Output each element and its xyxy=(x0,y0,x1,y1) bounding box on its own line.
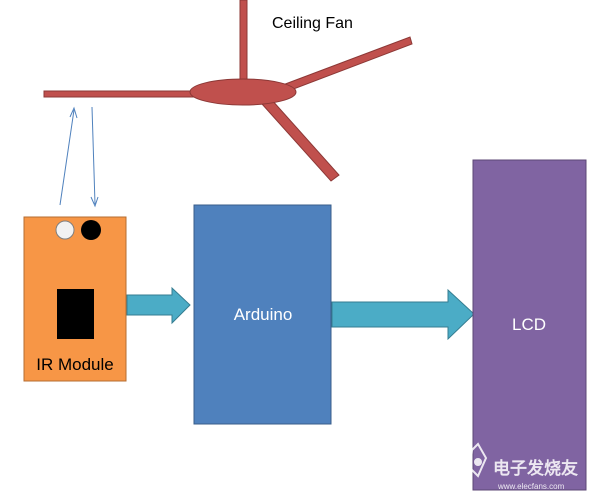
ir-module: IR Module xyxy=(23,216,127,382)
lcd-box xyxy=(472,159,587,491)
fan-blade-lower-right xyxy=(261,98,340,182)
arrow-arduino-to-lcd xyxy=(331,288,475,341)
ir-module-label: IR Module xyxy=(36,355,113,374)
fan-blade-left xyxy=(43,90,195,98)
watermark: 电子发烧友 www.elecfans.com xyxy=(468,442,578,491)
arrow-ir-to-arduino xyxy=(126,286,191,325)
fan-mount-rod xyxy=(239,0,248,87)
ceiling-fan xyxy=(43,0,413,182)
fan-label: Ceiling Fan xyxy=(272,15,353,32)
ir-signal-up-arrowhead xyxy=(69,106,78,119)
ir-signal-lines xyxy=(59,106,99,208)
ir-led-black-icon xyxy=(81,220,101,240)
lcd-label: LCD xyxy=(512,315,546,334)
arduino-label: Arduino xyxy=(234,305,293,324)
ir-signal-down-arrowhead xyxy=(90,196,99,208)
fan-blade-upper-right xyxy=(279,36,413,94)
lcd: LCD xyxy=(472,159,587,491)
ir-signal-up xyxy=(59,109,75,206)
ir-chip xyxy=(57,289,94,339)
arduino: Arduino xyxy=(193,204,332,425)
ir-signal-down xyxy=(91,106,96,205)
fan-hub xyxy=(189,78,297,106)
ir-led-white-icon xyxy=(55,220,75,240)
watermark-logo-icon xyxy=(468,442,488,478)
arduino-box xyxy=(193,204,332,425)
watermark-url: www.elecfans.com xyxy=(497,482,565,491)
watermark-brand: 电子发烧友 xyxy=(493,458,578,478)
